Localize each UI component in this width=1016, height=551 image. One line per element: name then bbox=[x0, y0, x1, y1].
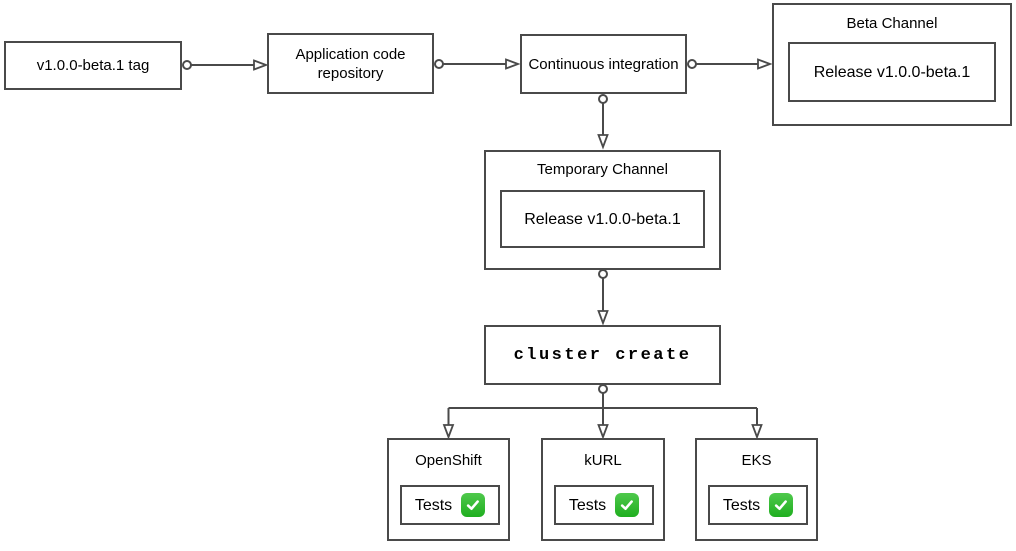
kurl-title: kURL bbox=[584, 452, 622, 469]
node-continuous-integration: Continuous integration bbox=[520, 34, 687, 94]
arrow-ci-to-temporary-channel bbox=[597, 94, 609, 150]
eks-title: EKS bbox=[741, 452, 772, 469]
kurl-tests-label: Tests bbox=[568, 496, 607, 514]
temporary-channel-release-label: Release v1.0.0-beta.1 bbox=[524, 210, 681, 228]
version-tag-label: v1.0.0-beta.1 tag bbox=[36, 57, 150, 74]
arrow-repo-to-ci bbox=[434, 58, 521, 70]
beta-channel-title: Beta Channel bbox=[846, 15, 938, 32]
arrow-tag-to-repo bbox=[182, 59, 269, 71]
openshift-tests-label: Tests bbox=[414, 496, 453, 514]
openshift-title: OpenShift bbox=[415, 452, 482, 469]
check-mark-button-icon bbox=[769, 493, 794, 517]
arrow-ci-to-beta-channel bbox=[687, 58, 773, 70]
arrow-cluster-create-branch bbox=[442, 384, 763, 440]
eks-tests-box: Tests bbox=[708, 485, 808, 525]
node-openshift: OpenShift Tests bbox=[387, 438, 510, 541]
cluster-create-label: cluster create bbox=[513, 345, 692, 365]
node-beta-channel: Beta Channel Release v1.0.0-beta.1 bbox=[772, 3, 1012, 126]
eks-tests-label: Tests bbox=[722, 496, 761, 514]
node-eks: EKS Tests bbox=[695, 438, 818, 541]
node-kurl: kURL Tests bbox=[541, 438, 665, 541]
temporary-channel-title: Temporary Channel bbox=[537, 161, 668, 178]
check-mark-button-icon bbox=[461, 493, 486, 517]
kurl-tests-box: Tests bbox=[554, 485, 654, 525]
continuous-integration-label: Continuous integration bbox=[528, 55, 679, 73]
node-application-code-repository: Application code repository bbox=[267, 33, 434, 94]
beta-channel-release-label: Release v1.0.0-beta.1 bbox=[813, 63, 971, 81]
application-code-repository-label: Application code repository bbox=[295, 45, 406, 82]
arrow-temporary-channel-to-cluster-create bbox=[597, 269, 609, 326]
node-cluster-create: cluster create bbox=[484, 325, 721, 385]
node-version-tag: v1.0.0-beta.1 tag bbox=[4, 41, 182, 90]
beta-channel-release-box: Release v1.0.0-beta.1 bbox=[788, 42, 996, 102]
temporary-channel-release-box: Release v1.0.0-beta.1 bbox=[500, 190, 705, 248]
node-temporary-channel: Temporary Channel Release v1.0.0-beta.1 bbox=[484, 150, 721, 270]
check-mark-button-icon bbox=[615, 493, 640, 517]
openshift-tests-box: Tests bbox=[400, 485, 500, 525]
